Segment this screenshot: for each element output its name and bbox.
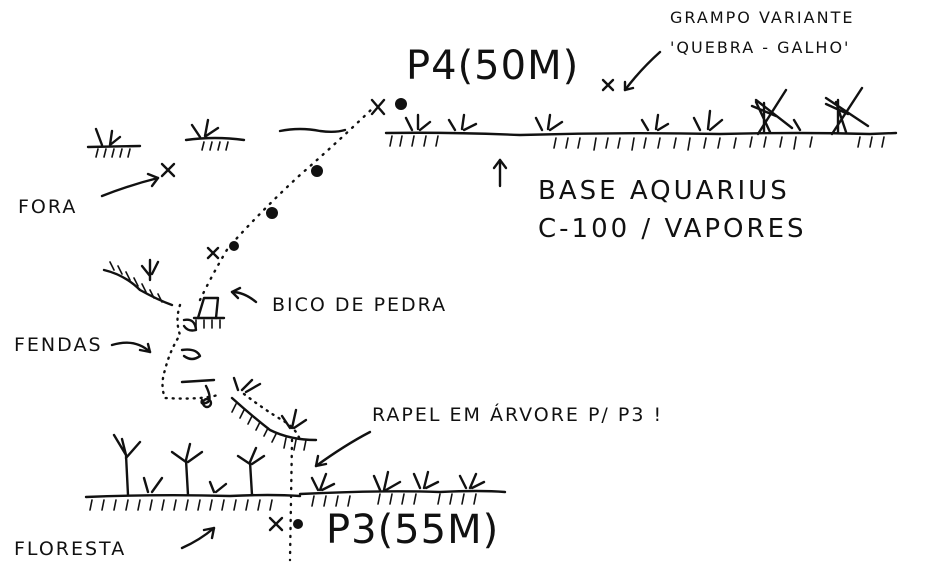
fora-label: FORA: [18, 196, 78, 218]
p3-anchor: [268, 516, 303, 532]
bico-label: BICO DE PEDRA: [272, 294, 448, 316]
p3-label: P3(55M): [326, 507, 500, 553]
grampo-variante-bolt: [601, 50, 662, 92]
base-label-line2: C-100 / VAPORES: [538, 214, 807, 244]
base-arrow: [492, 158, 508, 188]
upper-ground-left: [86, 118, 347, 158]
fora-bolt: [100, 162, 176, 198]
route-upper: [198, 104, 377, 302]
floresta-label: FLORESTA: [14, 538, 127, 560]
rapel-label: RAPEL EM ÁRVORE P/ P3 !: [372, 404, 664, 426]
grampo-label-line2: 'QUEBRA - GALHO': [670, 38, 851, 57]
grampo-label-line1: GRAMPO VARIANTE: [670, 8, 855, 27]
fendas-label: FENDAS: [14, 334, 103, 356]
cliff-section: [102, 258, 318, 451]
p4-anchor: [370, 98, 407, 116]
p4-label: P4(50M): [406, 43, 580, 89]
route-rapel: [288, 430, 372, 562]
upper-ground-right: [384, 86, 898, 151]
base-label-line1: BASE AQUARIUS: [538, 176, 790, 206]
lower-ground-forest: [84, 433, 507, 550]
